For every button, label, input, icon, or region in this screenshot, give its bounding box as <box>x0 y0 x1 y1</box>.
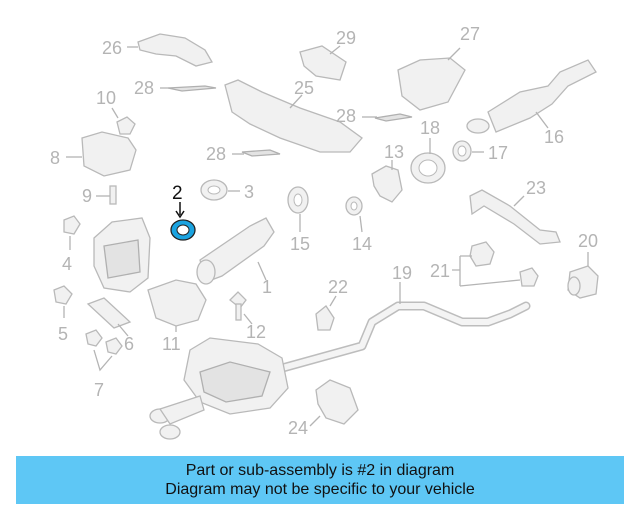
part-5-nut[interactable] <box>53 285 73 318</box>
part-25-heat-shield[interactable] <box>224 79 363 153</box>
callout-28a: 28 <box>134 78 154 98</box>
part-27-shield[interactable] <box>397 47 466 111</box>
part-29-bracket[interactable] <box>299 45 347 81</box>
callout-27: 27 <box>460 24 480 44</box>
callout-13: 13 <box>384 142 404 162</box>
callout-20: 20 <box>578 231 598 251</box>
callout-1: 1 <box>262 277 272 297</box>
callout-17: 17 <box>488 143 508 163</box>
part-15-gasket[interactable] <box>287 186 309 232</box>
part-28-bracket-c[interactable] <box>232 149 281 157</box>
part-10-nut[interactable] <box>111 107 136 135</box>
rear-muffler <box>149 337 289 440</box>
part-19-intermediate-pipe[interactable] <box>263 282 531 377</box>
part-13-clamp[interactable] <box>371 160 403 203</box>
callout-24: 24 <box>288 418 308 438</box>
callout-28b: 28 <box>336 106 356 126</box>
part-18-ring[interactable] <box>410 138 446 184</box>
part-23-bracket[interactable] <box>469 189 561 245</box>
callout-5: 5 <box>58 324 68 344</box>
part-22-hanger[interactable] <box>315 295 337 331</box>
callout-10: 10 <box>96 88 116 108</box>
callout-9: 9 <box>82 186 92 206</box>
callout-11: 11 <box>162 334 181 354</box>
callout-28c: 28 <box>206 144 226 164</box>
part-8-mount[interactable] <box>66 131 137 177</box>
part-4-nut[interactable] <box>63 215 81 250</box>
callout-25: 25 <box>294 78 314 98</box>
part-9-stud[interactable] <box>96 185 117 205</box>
exhaust-parts-diagram: 26 28 10 29 27 25 28 28 8 13 18 17 16 9 … <box>50 24 599 440</box>
callout-14: 14 <box>352 234 372 254</box>
part-3-gasket[interactable] <box>200 179 240 201</box>
callout-29: 29 <box>336 28 356 48</box>
info-banner: Part or sub-assembly is #2 in diagram Di… <box>16 456 624 504</box>
part-11-flex-pipe[interactable] <box>147 279 207 332</box>
turbocharger-assembly <box>93 217 151 293</box>
part-14-gasket[interactable] <box>345 196 363 233</box>
part-16-front-pipe[interactable] <box>466 59 597 134</box>
part-28-bracket-b[interactable] <box>362 113 413 122</box>
part-6-gasket[interactable] <box>86 297 132 337</box>
callout-7: 7 <box>94 380 104 400</box>
part-26-heat-shield[interactable] <box>127 33 213 67</box>
callout-2: 2 <box>172 183 183 204</box>
callout-4: 4 <box>62 254 72 274</box>
part-17-gasket[interactable] <box>452 140 484 162</box>
banner-line-2: Diagram may not be specific to your vehi… <box>165 481 475 498</box>
callout-6: 6 <box>124 334 134 354</box>
part-24-bracket[interactable] <box>309 379 359 427</box>
part-20-hanger[interactable] <box>567 252 599 299</box>
part-12-bolt[interactable] <box>229 291 253 325</box>
callout-18: 18 <box>420 118 440 138</box>
callout-21: 21 <box>430 261 450 281</box>
part-7-nuts[interactable] <box>85 329 123 372</box>
callout-23: 23 <box>526 178 546 198</box>
callout-19: 19 <box>392 263 412 283</box>
part-2-gasket[interactable] <box>170 202 196 241</box>
callout-22: 22 <box>328 277 348 297</box>
part-1-converter[interactable] <box>196 217 275 285</box>
callout-26: 26 <box>102 38 122 58</box>
banner-line-1: Part or sub-assembly is #2 in diagram <box>185 462 455 479</box>
callout-12: 12 <box>246 322 266 342</box>
callout-8: 8 <box>50 148 60 168</box>
callout-16: 16 <box>544 127 564 147</box>
callout-15: 15 <box>290 234 310 254</box>
callout-3: 3 <box>244 182 254 202</box>
part-21-mounts[interactable] <box>452 241 539 287</box>
part-28-bracket-a[interactable] <box>160 85 217 92</box>
